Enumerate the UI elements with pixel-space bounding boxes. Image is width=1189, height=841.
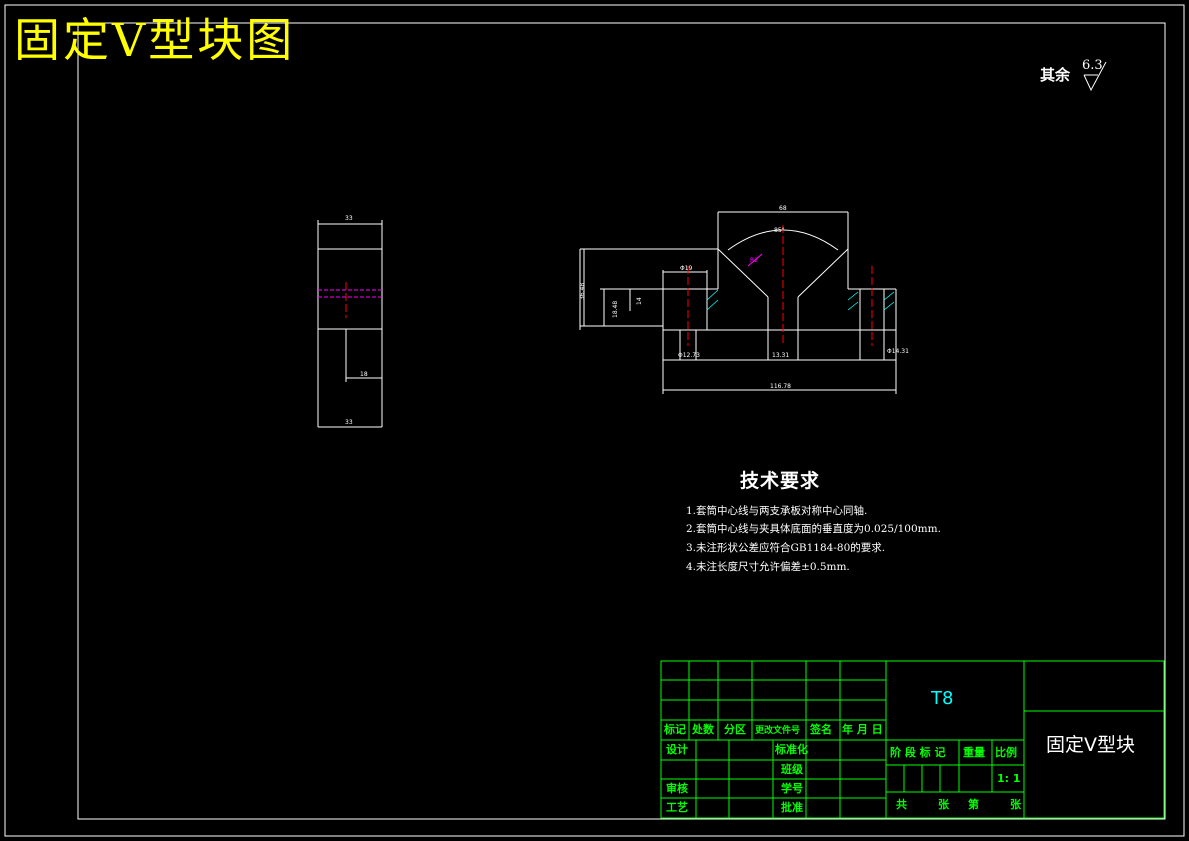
front-center-slot-dim: 13.31 [772,352,789,359]
tech-item: 2.套筒中心线与夹具体底面的垂直度为0.025/100mm. [686,523,941,535]
tb-approve-label: 批准 [781,801,803,814]
material-value: T8 [931,688,954,709]
front-step-height-dim: 18.48 [612,301,619,318]
side-view [317,220,383,428]
roughness-symbol-icon [1083,61,1107,92]
tb-sheet-no-label: 第 [968,798,979,811]
front-left-hole-dim: Φ12.73 [678,352,700,359]
side-top-dim: 33 [345,215,353,222]
tb-review-label: 审核 [666,782,688,795]
side-view-hidden-lines [318,289,382,298]
front-top-width-dim: 68 [779,205,787,212]
tb-header: 标记 [664,723,686,736]
front-radius-dim: R2 [750,257,758,264]
tb-process-label: 工艺 [666,801,688,814]
tb-sheets-unit: 张 [938,798,949,811]
tech-item: 3.未注形状公差应符合GB1184-80的要求. [686,542,886,554]
side-hole-offset-dim: 18 [360,371,368,378]
tech-item: 1.套筒中心线与两支承板对称中心同轴. [686,505,868,517]
front-counterbore-dim: Φ19 [680,265,693,272]
radius-leader [747,253,763,267]
drawing-title: 固定V型块图 [14,13,296,67]
roughness-label: 其余 [1040,66,1071,84]
front-view-hatch [706,289,895,311]
tb-standard-label: 标准化 [775,743,808,756]
tb-header: 处数 [692,723,714,736]
tb-header: 更改文件号 [755,726,801,736]
front-right-hole-dim: Φ14.31 [887,348,909,355]
tech-item: 4.未注长度尺寸允许偏差±0.5mm. [686,561,850,573]
tb-scale-value: 1: 1 [997,772,1021,785]
tb-design-label: 设计 [666,743,688,756]
tb-header: 年 月 日 [842,723,883,736]
tech-requirements-title: 技术要求 [740,470,821,492]
part-name: 固定V型块 [1046,734,1135,756]
outer-frame [4,4,1185,837]
title-block-grid [660,660,1165,819]
tb-header: 签名 [810,723,832,736]
tb-student-no-label: 学号 [781,782,803,795]
tb-class-label: 班级 [781,763,803,776]
tb-scale-label: 比例 [995,746,1017,759]
tb-weight-label: 重量 [963,746,985,759]
inner-frame [77,22,1166,820]
tb-sheets-unit: 张 [1010,798,1021,811]
front-total-height-dim: 36.48 [579,283,586,300]
front-angle-dim: 85° [774,227,785,234]
front-view [579,211,897,394]
front-view-centerlines [687,225,873,346]
roughness-value: 6.3 [1082,58,1103,73]
front-step-small-dim: 14 [636,297,643,305]
tb-sheets-total-label: 共 [896,798,907,811]
front-total-length-dim: 116.78 [770,383,791,390]
side-bottom-dim: 33 [345,419,353,426]
tb-stage-mark-label: 阶 段 标 记 [890,746,946,759]
tb-header: 分区 [724,723,746,736]
